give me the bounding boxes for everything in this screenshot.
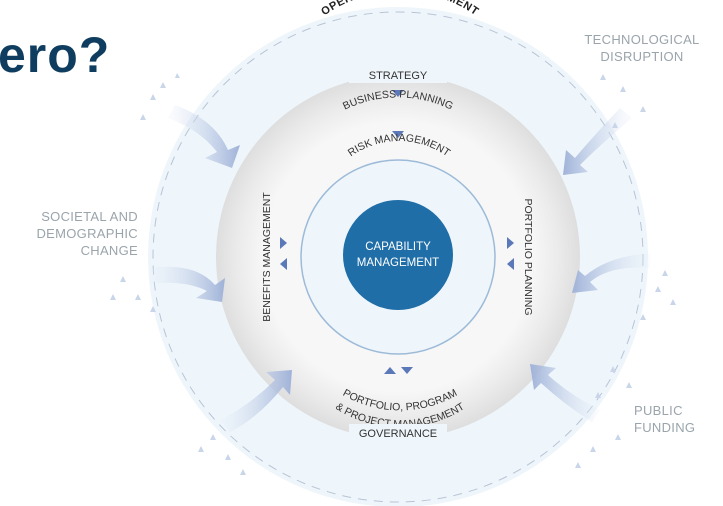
external-force-arrows bbox=[150, 105, 650, 432]
governance-label: GOVERNANCE bbox=[359, 428, 437, 440]
force-arrow-bottom-left-icon bbox=[220, 370, 292, 432]
core-circle bbox=[343, 200, 453, 310]
core-label-line1: CAPABILITY bbox=[365, 241, 431, 253]
portfolio-planning-label: PORTFOLIO PLANNING bbox=[522, 198, 534, 315]
core-label-line2: MANAGEMENT bbox=[357, 257, 439, 269]
strategy-arrow-icon bbox=[392, 90, 404, 97]
strategy-tab bbox=[349, 65, 447, 83]
portfolio-arrow-right-icon bbox=[507, 237, 514, 249]
page-headline: ero? bbox=[0, 27, 111, 83]
business-planning-arrow-icon bbox=[392, 131, 404, 138]
force-arrow-left-icon bbox=[150, 266, 225, 302]
ppm-arrow-up-icon bbox=[384, 367, 396, 374]
force-arrow-bottom-right-icon bbox=[530, 364, 600, 422]
governance-tab bbox=[349, 424, 447, 442]
portfolio-arrow-left-icon bbox=[507, 258, 514, 270]
technological-disruption-label: TECHNOLOGICAL DISRUPTION bbox=[584, 32, 700, 64]
benefits-arrow-left-icon bbox=[280, 258, 287, 270]
benefits-arrow-right-icon bbox=[280, 237, 287, 249]
societal-demographic-label: SOCIETAL AND DEMOGRAPHIC CHANGE bbox=[36, 209, 138, 258]
force-arrow-right-icon bbox=[572, 254, 650, 293]
force-arrow-top-left-icon bbox=[168, 105, 240, 168]
ppm-arrow-down-icon bbox=[401, 367, 413, 374]
particle-triangles bbox=[110, 73, 676, 475]
public-funding-label: PUBLIC FUNDING bbox=[634, 403, 696, 435]
benefits-management-label: BENEFITS MANAGEMENT bbox=[261, 192, 273, 322]
strategy-label: STRATEGY bbox=[369, 70, 428, 82]
